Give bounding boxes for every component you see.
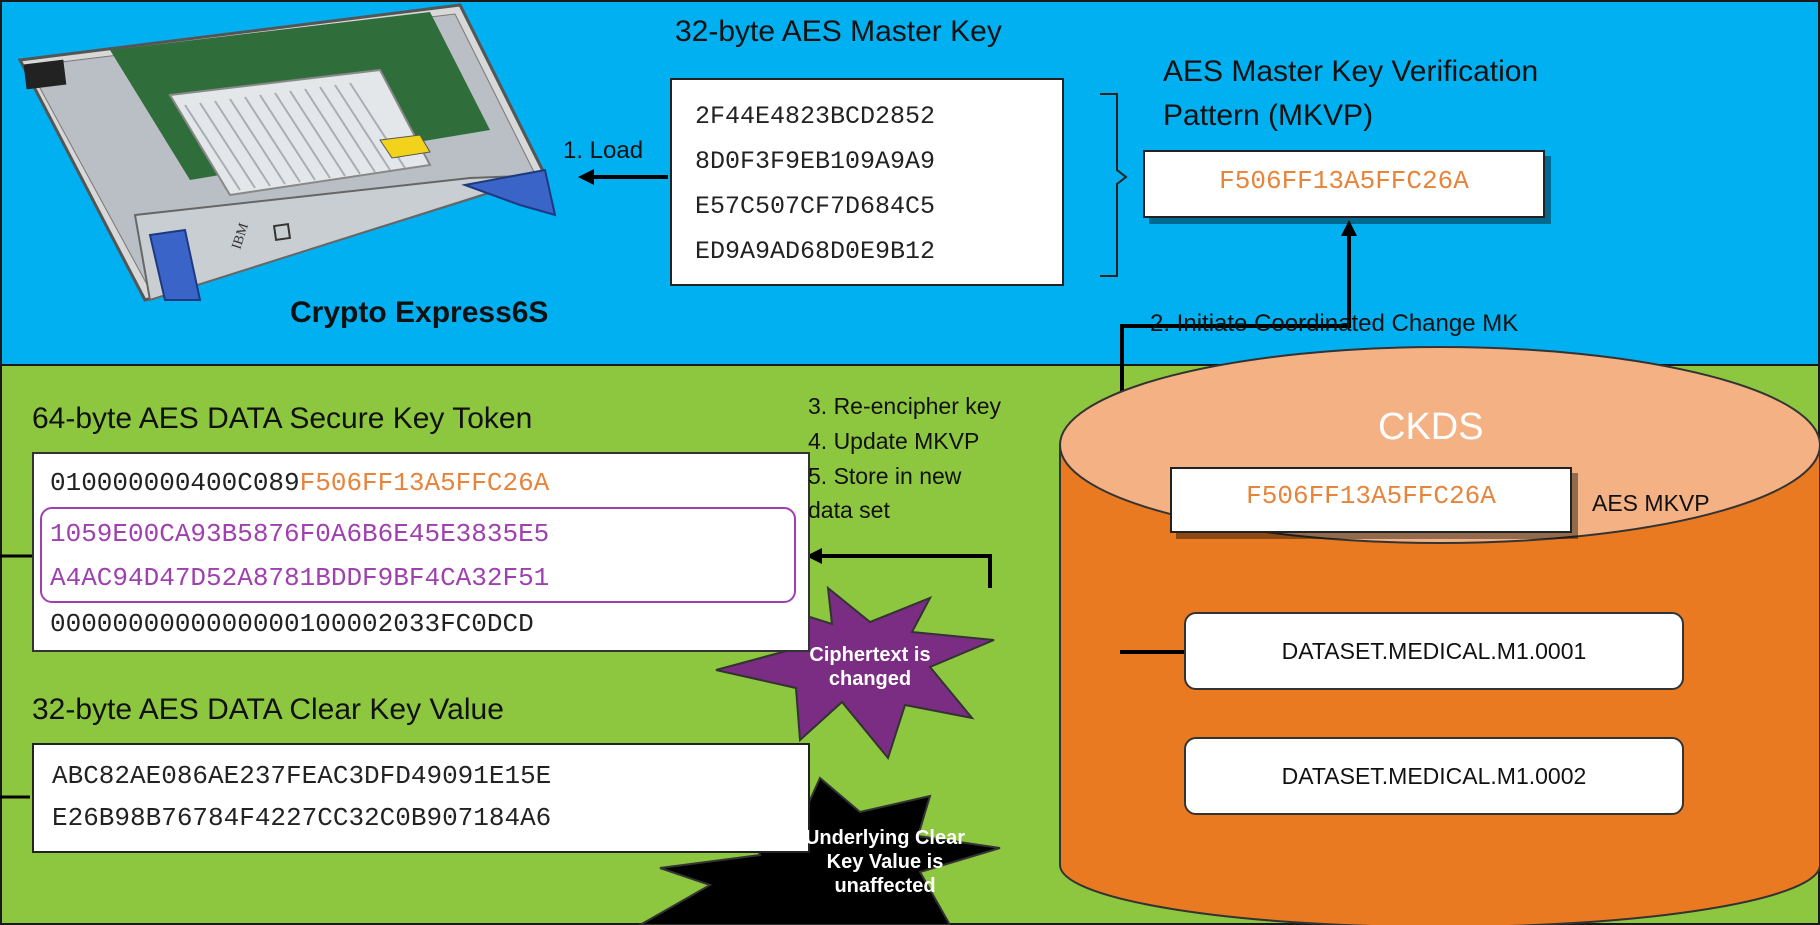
- secure-token-title: 64-byte AES DATA Secure Key Token: [32, 402, 533, 435]
- load-step-label: 1. Load: [563, 137, 644, 164]
- mkvp-title-line1: AES Master Key Verification: [1163, 55, 1539, 88]
- card-label: Crypto Express6S: [290, 296, 549, 329]
- dataset-item: DATASET.MEDICAL.M1.0001: [1184, 612, 1684, 690]
- ciphertext-line: A4AC94D47D52A8781BDDF9BF4CA32F51: [50, 563, 550, 593]
- callout-line: unaffected: [834, 875, 936, 897]
- update-step-label: 4. Update MKVP: [808, 428, 980, 454]
- master-key-box: 2F44E4823BCD2852 8D0F3F9EB109A9A9 E57C50…: [670, 78, 1064, 286]
- clear-key-line: ABC82AE086AE237FEAC3DFD49091E15E: [52, 761, 552, 791]
- clear-key-title: 32-byte AES DATA Clear Key Value: [32, 693, 504, 726]
- mkvp-box: F506FF13A5FFC26A: [1143, 150, 1545, 218]
- master-key-line: 2F44E4823BCD2852: [695, 102, 936, 131]
- master-key-line: ED9A9AD68D0E9B12: [695, 237, 936, 266]
- callout-line: changed: [828, 668, 912, 690]
- callout-line: Ciphertext is: [809, 644, 931, 666]
- token-line4: 0000000000000000100002033FC0DCD: [50, 609, 534, 639]
- clear-key-box: ABC82AE086AE237FEAC3DFD49091E15E E26B98B…: [32, 743, 810, 853]
- ckds-title: CKDS: [1378, 406, 1484, 448]
- ckds-mkvp-label: AES MKVP: [1592, 490, 1710, 516]
- clear-key-line: E26B98B76784F4227CC32C0B907184A6: [52, 803, 552, 833]
- master-key-line: 8D0F3F9EB109A9A9: [695, 147, 936, 176]
- ciphertext-changed-label: Ciphertext is changed: [790, 643, 950, 691]
- master-key-title: 32-byte AES Master Key: [675, 15, 1002, 48]
- token-line1-prefix: 010000000400C089: [50, 468, 300, 498]
- master-key-line: E57C507CF7D684C5: [695, 192, 936, 221]
- reencipher-step-label: 3. Re-encipher key: [808, 393, 1002, 419]
- ciphertext-box: 1059E00CA93B5876F0A6B6E45E3835E5 A4AC94D…: [40, 507, 796, 603]
- ckds-mkvp-value: F506FF13A5FFC26A: [1246, 481, 1496, 511]
- store-step-label-line2: data set: [808, 497, 890, 523]
- dataset-item: DATASET.MEDICAL.M1.0002: [1184, 737, 1684, 815]
- secure-token-box: 010000000400C089F506FF13A5FFC26A 1059E00…: [32, 452, 810, 652]
- callout-line: Underlying Clear: [804, 827, 966, 849]
- mkvp-title-line2: Pattern (MKVP): [1163, 99, 1374, 132]
- mkvp-value: F506FF13A5FFC26A: [1219, 166, 1469, 196]
- initiate-step-label: 2. Initiate Coordinated Change MK: [1150, 310, 1519, 337]
- store-step-label-line1: 5. Store in new: [808, 463, 962, 489]
- token-line1-mkvp: F506FF13A5FFC26A: [299, 468, 550, 498]
- clear-key-unaffected-label: Underlying Clear Key Value is unaffected: [790, 826, 980, 898]
- ciphertext-line: 1059E00CA93B5876F0A6B6E45E3835E5: [50, 519, 550, 549]
- callout-line: Key Value is: [826, 851, 944, 873]
- ckds-mkvp-box: F506FF13A5FFC26A: [1170, 467, 1572, 533]
